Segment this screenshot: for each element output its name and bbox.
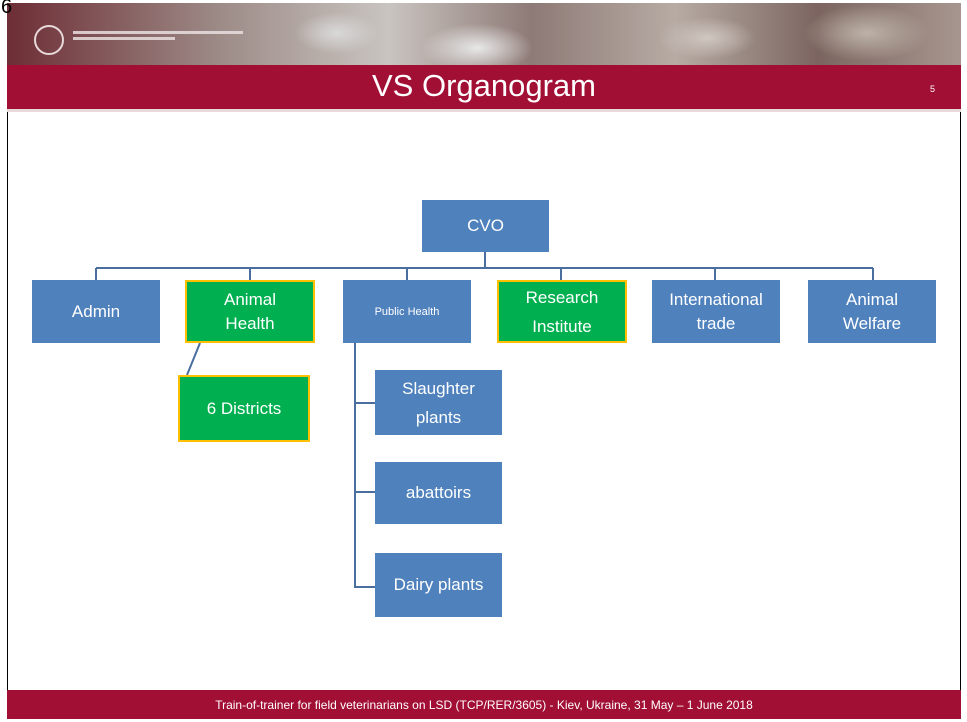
- footer-text: Train-of-trainer for field veterinarians…: [215, 698, 753, 712]
- title-bar: VS Organogram: [7, 65, 961, 112]
- org-box-6-districts: 6 Districts: [178, 375, 310, 442]
- org-box-admin: Admin: [32, 280, 160, 343]
- org-box-international-trade: International trade: [652, 280, 780, 343]
- header-photo-banner: [7, 3, 961, 65]
- slide-number: 5: [930, 84, 936, 94]
- page-number-corner: 6: [1, 0, 13, 18]
- org-box-dairy-plants: Dairy plants: [375, 553, 502, 617]
- fao-logo-text: [73, 31, 243, 49]
- connector-public-health-vertical: [354, 343, 375, 588]
- org-box-public-health: Public Health: [343, 280, 471, 343]
- org-box-animal-health: Animal Health: [185, 280, 315, 343]
- footer-bar: Train-of-trainer for field veterinarians…: [7, 690, 961, 719]
- org-box-research-institute: Research Institute: [497, 280, 627, 343]
- org-box-slaughter-plants: Slaughter plants: [375, 370, 502, 435]
- org-box-animal-welfare: Animal Welfare: [808, 280, 936, 343]
- fao-logo-icon: [34, 25, 64, 55]
- org-box-cvo: CVO: [422, 200, 549, 252]
- connector-districts: [186, 342, 201, 376]
- slide-title: VS Organogram: [372, 68, 596, 103]
- org-box-abattoirs: abattoirs: [375, 462, 502, 524]
